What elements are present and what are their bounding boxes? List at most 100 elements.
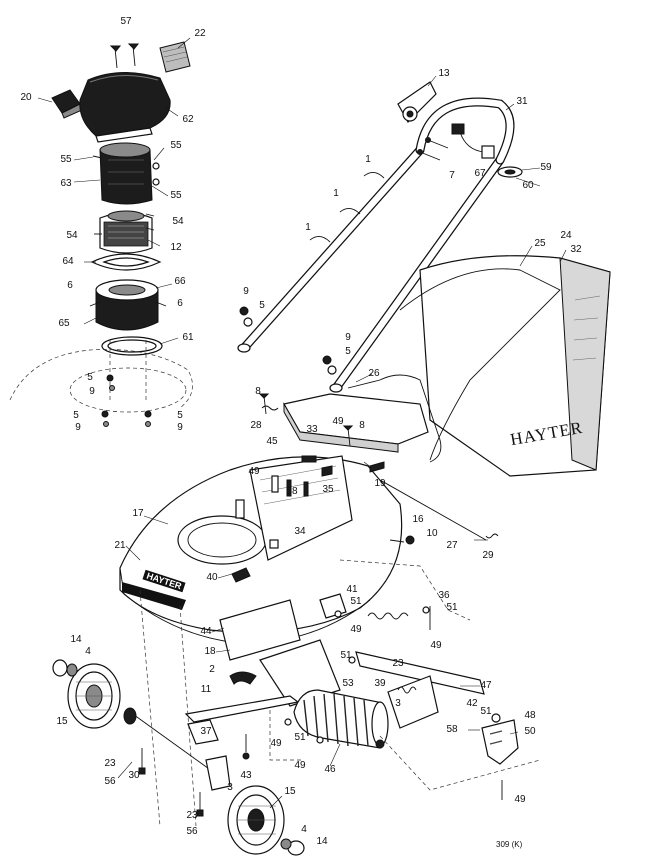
- part-callout-22: 22: [194, 28, 206, 39]
- part-callout-3a: 3: [395, 698, 401, 709]
- part-callout-41: 41: [346, 584, 358, 595]
- part-callout-49f: 49: [294, 760, 306, 771]
- part-callout-39: 39: [374, 678, 386, 689]
- part-callout-5a: 5: [87, 372, 93, 383]
- part-callout-50: 50: [524, 726, 536, 737]
- part-callout-61: 61: [182, 332, 194, 343]
- part-callout-23c: 23: [186, 810, 198, 821]
- part-callout-32: 32: [570, 244, 582, 255]
- part-callout-27: 27: [446, 540, 458, 551]
- part-callout-16: 16: [412, 514, 424, 525]
- part-callout-17: 17: [132, 508, 144, 519]
- part-callout-5c: 5: [177, 410, 183, 421]
- part-callout-18: 18: [204, 646, 216, 657]
- leader-lines: [37, 37, 567, 809]
- side-bracket-47: [355, 651, 485, 729]
- rear-wheel-15: [227, 785, 285, 855]
- part-callout-9e: 9: [345, 332, 351, 343]
- part-callout-1c: 1: [305, 222, 311, 233]
- rear-roller-46: [293, 689, 389, 749]
- part-callout-19: 19: [374, 478, 386, 489]
- part-callout-62: 62: [182, 114, 194, 125]
- washers-nuts-5-9: [101, 374, 152, 427]
- seal-ring-61: [101, 336, 163, 356]
- part-callout-51b: 51: [446, 602, 458, 613]
- grass-catcher-24: [419, 255, 611, 477]
- switch-lever-13: [397, 81, 437, 123]
- part-callout-49g: 49: [514, 794, 526, 805]
- motor-12: [94, 210, 155, 254]
- fixings-7: [417, 137, 449, 161]
- cable-plug-67: [451, 123, 495, 159]
- part-callout-34: 34: [294, 526, 306, 537]
- part-callout-15a: 15: [56, 716, 68, 727]
- part-callout-57: 57: [120, 16, 132, 27]
- part-callout-35: 35: [322, 484, 334, 495]
- part-callout-23b: 23: [104, 758, 116, 769]
- upper-handle-31: [415, 97, 515, 165]
- part-callout-5e: 5: [345, 346, 351, 357]
- part-callout-14a: 14: [70, 634, 82, 645]
- part-callout-37: 37: [200, 726, 212, 737]
- part-callout-1b: 1: [333, 188, 339, 199]
- part-callout-3b: 3: [227, 782, 233, 793]
- part-callout-31: 31: [516, 96, 528, 107]
- part-callout-12: 12: [170, 242, 182, 253]
- part-callout-45: 45: [266, 436, 278, 447]
- lower-dashed-guides: [139, 559, 541, 827]
- small-fasteners: [138, 606, 503, 817]
- part-callout-55b: 55: [170, 140, 182, 151]
- part-callout-49d: 49: [430, 640, 442, 651]
- part-callout-44: 44: [200, 626, 212, 637]
- rear-bolts-8: [258, 393, 354, 447]
- part-callout-51d: 51: [480, 706, 492, 717]
- part-callout-9b: 9: [75, 422, 81, 433]
- part-callout-23a: 23: [392, 658, 404, 669]
- part-callout-40: 40: [206, 572, 218, 583]
- deck-17: [119, 455, 403, 645]
- screws-57: [109, 43, 140, 69]
- part-callout-5b: 5: [73, 410, 79, 421]
- part-callout-49c: 49: [350, 624, 362, 635]
- mounting-outline: [9, 340, 193, 413]
- part-callout-49b: 49: [248, 466, 260, 477]
- deck-fasteners: [231, 461, 385, 583]
- part-callout-11: 11: [200, 684, 212, 695]
- gasket-64: [90, 253, 162, 271]
- part-callout-54b: 54: [66, 230, 78, 241]
- part-callout-1a: 1: [365, 154, 371, 165]
- part-callout-13: 13: [438, 68, 450, 79]
- part-callout-30: 30: [128, 770, 140, 781]
- part-callout-4a: 4: [85, 646, 91, 657]
- part-callout-60: 60: [522, 180, 534, 191]
- part-callout-24: 24: [560, 230, 572, 241]
- part-callout-51a: 51: [350, 596, 362, 607]
- side-plates-18-44: [219, 599, 341, 707]
- part-callout-51c: 51: [340, 650, 352, 661]
- part-callout-55a: 55: [60, 154, 72, 165]
- lower-handle-1: [237, 145, 505, 393]
- knob-59-60: [497, 166, 523, 178]
- part-callout-48: 48: [524, 710, 536, 721]
- axle-30: [129, 711, 231, 791]
- bracket-50: [481, 713, 519, 765]
- label-plate-22: [159, 41, 191, 73]
- handle-washers: [239, 306, 337, 375]
- part-callout-9d: 9: [243, 286, 249, 297]
- part-callout-64: 64: [62, 256, 74, 267]
- part-callout-2: 2: [209, 664, 215, 675]
- part-callout-58: 58: [446, 724, 458, 735]
- catcher-frame-25-32: [347, 268, 561, 463]
- part-callout-28: 28: [250, 420, 262, 431]
- part-callout-6b: 6: [177, 298, 183, 309]
- part-callout-8b: 8: [359, 420, 365, 431]
- part-callout-55c: 55: [170, 190, 182, 201]
- chute-26: [283, 393, 429, 453]
- part-callout-59: 59: [540, 162, 552, 173]
- part-callout-49e: 49: [270, 738, 282, 749]
- front-wheel-15: [67, 663, 137, 729]
- part-callout-9c: 9: [177, 422, 183, 433]
- rear-hubcap-14-4: [280, 838, 305, 856]
